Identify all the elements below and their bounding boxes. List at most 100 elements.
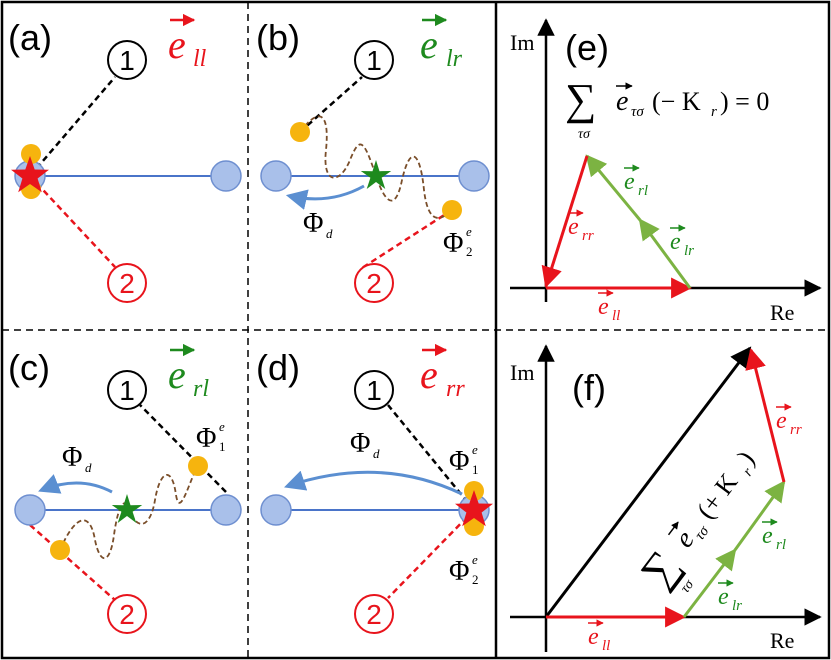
- svg-text:e: e: [168, 352, 186, 397]
- site-left: [260, 160, 292, 192]
- node-2: 2: [107, 594, 147, 634]
- svg-text:e: e: [598, 294, 609, 320]
- svg-text:∑: ∑: [565, 75, 596, 124]
- svg-text:Φ: Φ: [62, 442, 82, 473]
- svg-text:rl: rl: [638, 183, 648, 199]
- site-left: [260, 494, 292, 526]
- site-right: [458, 160, 490, 192]
- lead-2-line: [361, 208, 453, 270]
- label-e-lr: e lr: [670, 224, 694, 259]
- svg-text:2: 2: [472, 572, 479, 587]
- green-star: [360, 160, 392, 189]
- panel-a-vector-label: e ll: [168, 13, 207, 72]
- svg-text:e: e: [624, 169, 635, 195]
- re-axis-label: Re: [770, 628, 794, 653]
- svg-text:e: e: [472, 552, 478, 567]
- site-right: [210, 160, 242, 192]
- phi-e-label: Φ e 1: [196, 419, 226, 454]
- panel-c-label: (c): [8, 347, 50, 388]
- panel-a-label: (a): [8, 17, 52, 58]
- svg-text:τσ: τσ: [631, 104, 644, 120]
- sum-equation: ∑ τσ e τσ (− K r ) = 0: [565, 75, 769, 142]
- phi-d-label: Φ d: [62, 442, 92, 475]
- label-f-lr: e lr: [718, 579, 742, 614]
- vector-rl: [585, 154, 642, 221]
- phase-arrow: [284, 470, 463, 496]
- panel-a: (a) e ll 1 2: [8, 13, 242, 303]
- node-1: 1: [107, 40, 147, 80]
- panel-b: (b) e lr Φ d Φ e 2 1 2: [256, 13, 490, 303]
- svg-text:e: e: [420, 22, 438, 67]
- svg-text:): ): [732, 445, 760, 469]
- lead-2-line: [29, 524, 116, 601]
- sum-equation-rotated: ∑ τσ e τσ (+ K r ): [631, 445, 760, 596]
- panel-e: (e) Im Re ∑ τσ e τσ (− K r ) = 0 e ll e …: [510, 18, 822, 325]
- svg-text:e: e: [568, 214, 579, 240]
- vector-lr: [638, 218, 692, 289]
- node-1: 1: [354, 40, 394, 80]
- electron-dot: [50, 540, 70, 560]
- svg-text:1: 1: [366, 45, 382, 76]
- vector-rr: [541, 155, 589, 289]
- red-star: [11, 156, 49, 193]
- phase-arrow: [38, 474, 113, 494]
- svg-text:r: r: [711, 104, 717, 120]
- electron-dot: [188, 456, 208, 476]
- svg-text:rl: rl: [776, 537, 786, 553]
- svg-text:e: e: [670, 229, 681, 255]
- svg-text:lr: lr: [684, 243, 694, 259]
- label-f-rr: e rr: [776, 403, 802, 438]
- node-1: 1: [107, 370, 147, 410]
- lead-1-line: [139, 404, 227, 493]
- vector-rl: [733, 480, 786, 551]
- panel-b-vector-label: e lr: [420, 13, 463, 72]
- svg-text:2: 2: [119, 599, 135, 630]
- svg-text:rr: rr: [790, 422, 802, 438]
- panel-e-label: (e): [565, 27, 609, 68]
- lead-2-line: [29, 175, 116, 268]
- re-axis-label: Re: [770, 300, 794, 325]
- svg-text:e: e: [616, 86, 628, 117]
- lead-1-line: [29, 76, 116, 177]
- wavy-propagation: [299, 115, 453, 219]
- svg-text:2: 2: [466, 244, 473, 259]
- svg-text:ll: ll: [602, 638, 610, 654]
- node-2: 2: [354, 263, 394, 303]
- svg-text:1: 1: [219, 439, 226, 454]
- panel-f: (f) Im Re ∑ τσ e τσ (+ K r ) e ll e lr: [510, 344, 822, 654]
- panel-d-vector-label: e rr: [420, 343, 465, 402]
- svg-text:rr: rr: [582, 228, 594, 244]
- svg-text:e: e: [219, 419, 225, 434]
- label-e-rl: e rl: [624, 164, 648, 199]
- svg-text:2: 2: [366, 599, 382, 630]
- svg-text:) = 0: ) = 0: [720, 87, 769, 116]
- panel-d: (d) e rr Φ d Φ e 1 Φ e 2 1: [256, 343, 493, 634]
- label-e-rr: e rr: [568, 209, 594, 244]
- panel-b-label: (b): [256, 17, 300, 58]
- svg-text:(− K: (− K: [652, 87, 701, 116]
- svg-text:e: e: [420, 352, 438, 397]
- panel-c-vector-label: e rl: [168, 343, 209, 402]
- electron-dot: [21, 144, 41, 164]
- lead-2-line: [387, 509, 475, 599]
- svg-text:lr: lr: [446, 46, 463, 72]
- svg-text:Φ: Φ: [303, 208, 323, 239]
- svg-text:d: d: [326, 226, 333, 241]
- vector-sum: [544, 346, 752, 618]
- svg-text:e: e: [472, 442, 478, 457]
- svg-text:e: e: [762, 523, 773, 549]
- label-f-rl: e rl: [762, 518, 786, 553]
- vector-lr: [682, 548, 737, 618]
- svg-text:Φ: Φ: [449, 446, 469, 477]
- svg-text:d: d: [373, 446, 380, 461]
- site-right: [210, 494, 242, 526]
- phase-arrow: [285, 184, 365, 210]
- svg-text:e: e: [168, 22, 186, 67]
- label-f-ll: e ll: [588, 619, 610, 654]
- svg-text:1: 1: [472, 462, 479, 477]
- panel-f-label: (f): [572, 367, 606, 408]
- im-axis-label: Im: [510, 360, 534, 385]
- red-star: [455, 490, 493, 527]
- im-axis-label: Im: [510, 30, 534, 55]
